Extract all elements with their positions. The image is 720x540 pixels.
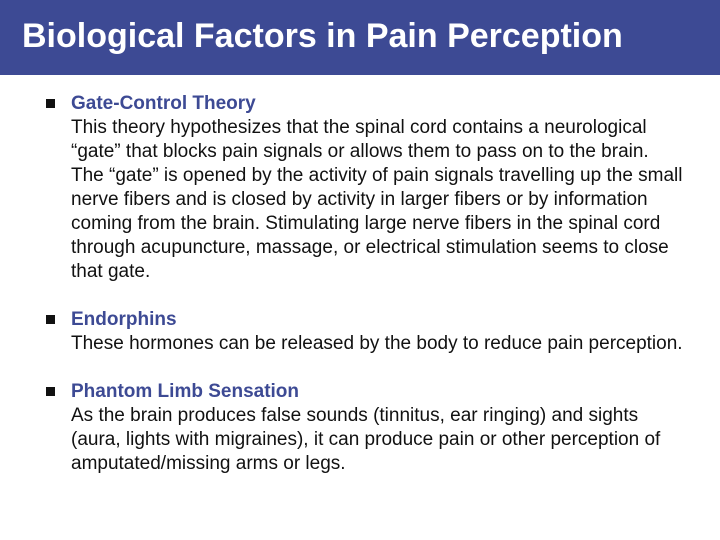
square-bullet-icon [46,387,55,396]
bullet-item-gate-control: Gate-Control Theory This theory hypothes… [44,92,684,284]
bullet-text: This theory hypothesizes that the spinal… [71,117,683,282]
bullet-heading: Phantom Limb Sensation [71,381,300,402]
bullet-text: These hormones can be released by the bo… [71,333,683,354]
bullet-heading: Gate-Control Theory [71,93,256,114]
bullet-item-endorphins: Endorphins These hormones can be release… [44,308,684,356]
bullet-text: As the brain produces false sounds (tinn… [71,405,661,474]
square-bullet-icon [46,315,55,324]
slide-title: Biological Factors in Pain Perception [22,17,623,55]
bullet-list: Gate-Control Theory This theory hypothes… [44,92,684,476]
title-bar: Biological Factors in Pain Perception [0,0,720,75]
bullet-heading: Endorphins [71,309,177,330]
square-bullet-icon [46,99,55,108]
bullet-item-phantom-limb: Phantom Limb Sensation As the brain prod… [44,380,684,476]
